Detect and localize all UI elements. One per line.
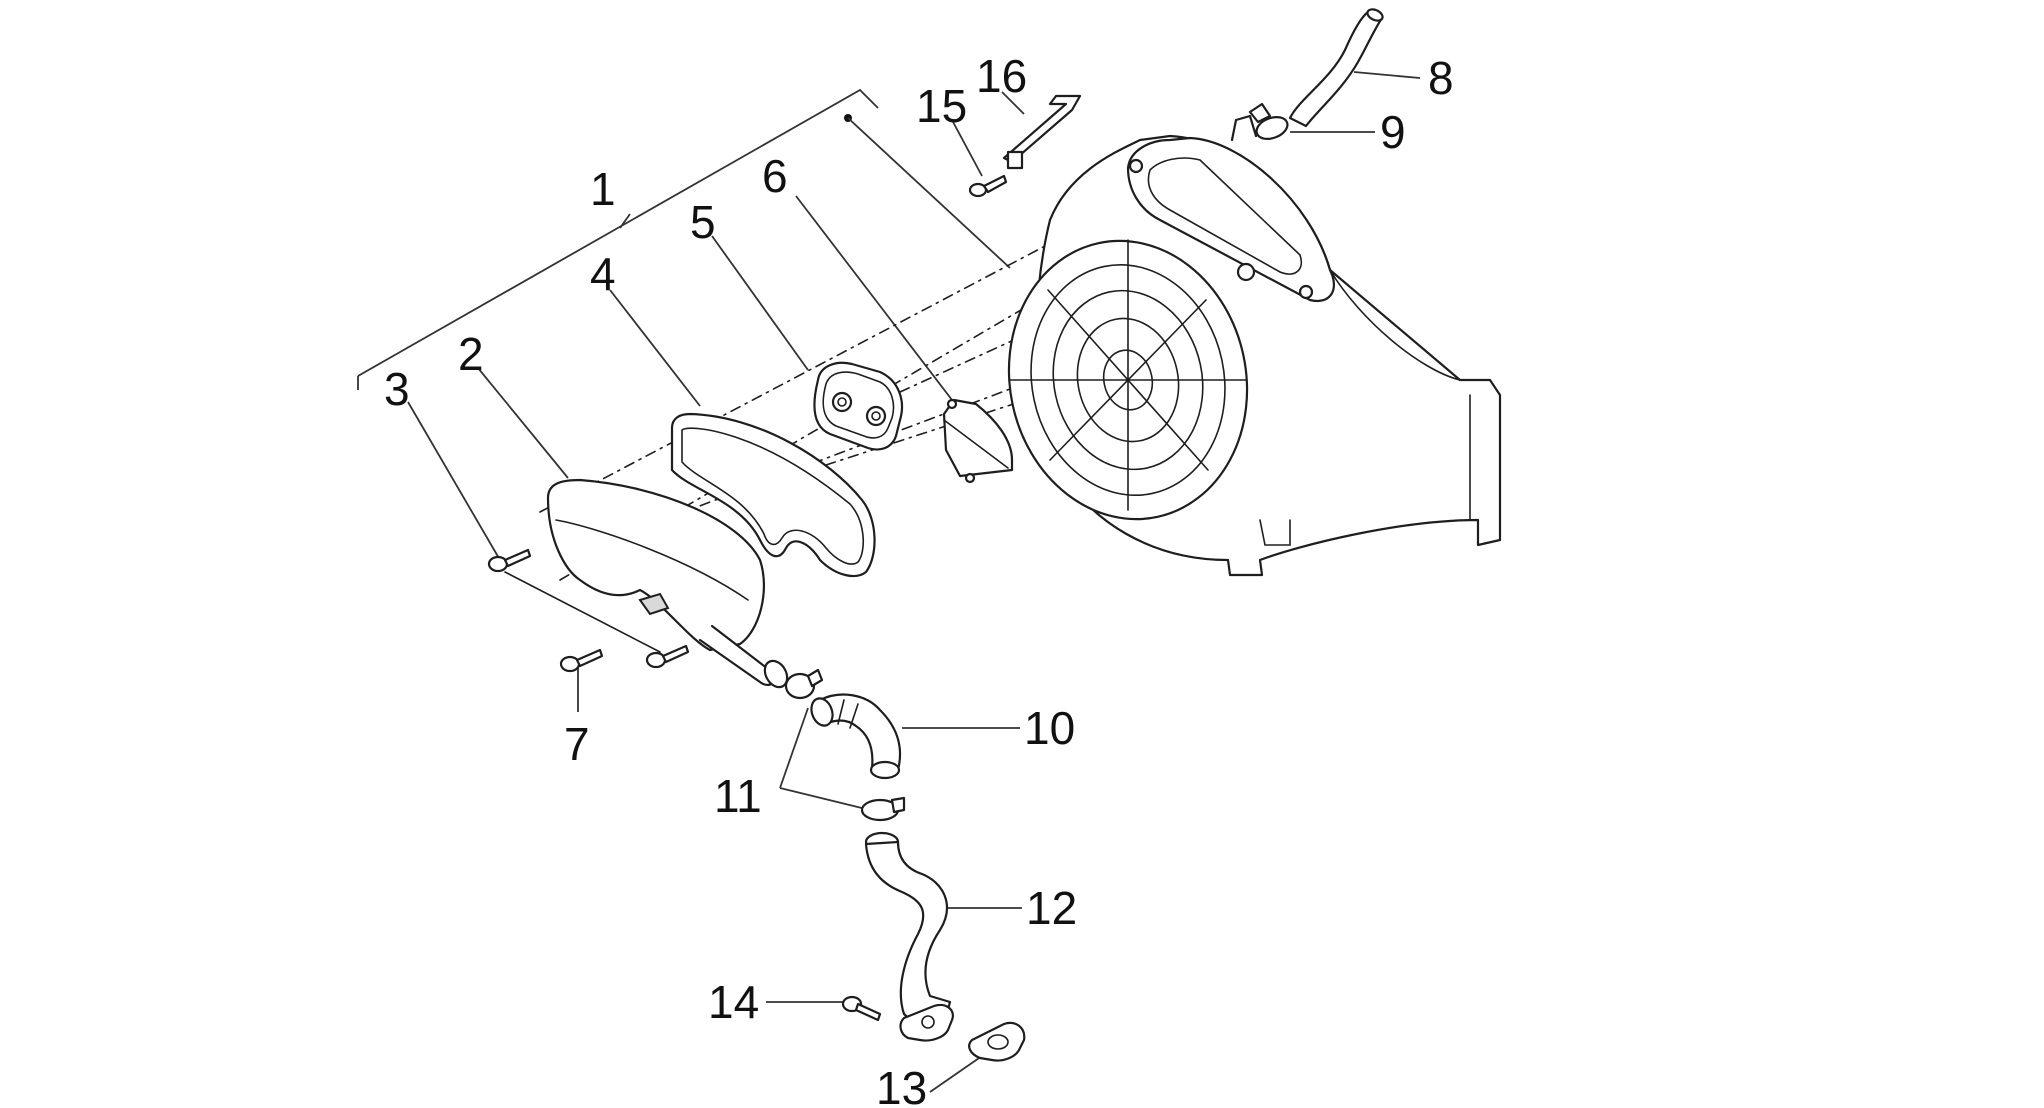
part-7-screws [504,571,690,673]
callout-9: 9 [1380,106,1406,158]
part-6-plate [942,398,1014,484]
fan-cowl-housing [1007,114,1502,577]
part-10-elbow [810,693,902,780]
callout-labels: 1 2 3 4 5 6 7 8 9 10 11 12 13 14 15 16 [384,50,1454,1108]
callout-10: 10 [1024,702,1075,754]
callout-6: 6 [762,150,788,202]
part-9-clamp [1248,102,1289,140]
part-15-bolt [968,174,1008,198]
callout-11: 11 [714,770,762,822]
part-16-bracket [1002,94,1082,170]
part-2-cover [546,478,789,689]
callout-13: 13 [876,1062,927,1108]
callout-14: 14 [708,976,759,1028]
part-5-filter [813,361,904,451]
callout-15: 15 [916,80,967,132]
callout-2: 2 [458,328,484,380]
part-4-gasket [670,412,876,578]
callout-5: 5 [690,196,716,248]
callout-1: 1 [590,163,616,215]
part-3-screw [487,548,532,573]
callout-3: 3 [384,363,410,415]
callout-4: 4 [590,248,616,300]
part-14-bolt [841,995,882,1022]
callout-12: 12 [1026,882,1077,934]
part-8-hose [1288,8,1384,128]
part-13-gasket [968,1021,1026,1062]
callout-8: 8 [1428,52,1454,104]
callout-16: 16 [976,50,1027,102]
part-11-clamps [784,668,906,822]
callout-7: 7 [564,718,590,770]
part-12-pipe [864,831,954,1042]
